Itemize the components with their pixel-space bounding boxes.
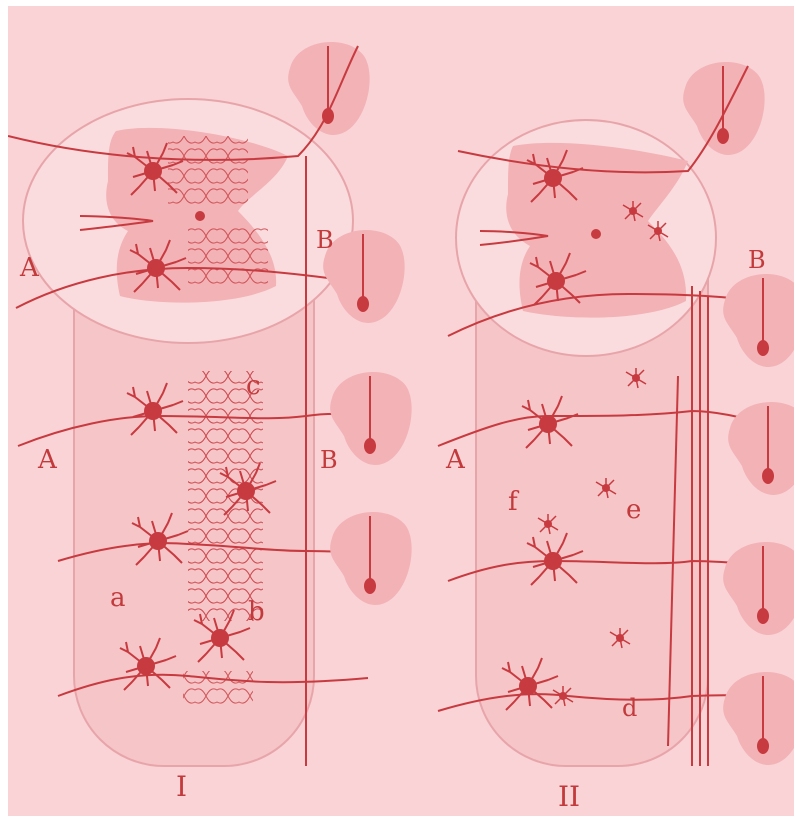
label-e: e: [626, 495, 641, 525]
label-d: d: [622, 694, 637, 722]
label-c: c: [246, 371, 261, 401]
label-B-lower: B: [320, 446, 338, 474]
label-A-lower: A: [37, 445, 58, 475]
label-B: B: [748, 246, 766, 274]
spinal-cord-neuron-figure: A A B B c a b I: [8, 6, 794, 816]
panel-two: A B d e f II: [438, 62, 794, 813]
label-A-upper: A: [19, 253, 40, 283]
panel-one-numeral: I: [176, 770, 187, 803]
label-a: a: [110, 583, 126, 613]
label-B-upper: B: [316, 226, 334, 254]
panel-two-numeral: II: [558, 780, 580, 813]
label-A: A: [445, 445, 466, 475]
label-b: b: [248, 597, 265, 627]
figure-drawing: A A B B c a b I: [8, 6, 794, 816]
panel-one: A A B B c a b I: [8, 42, 412, 803]
